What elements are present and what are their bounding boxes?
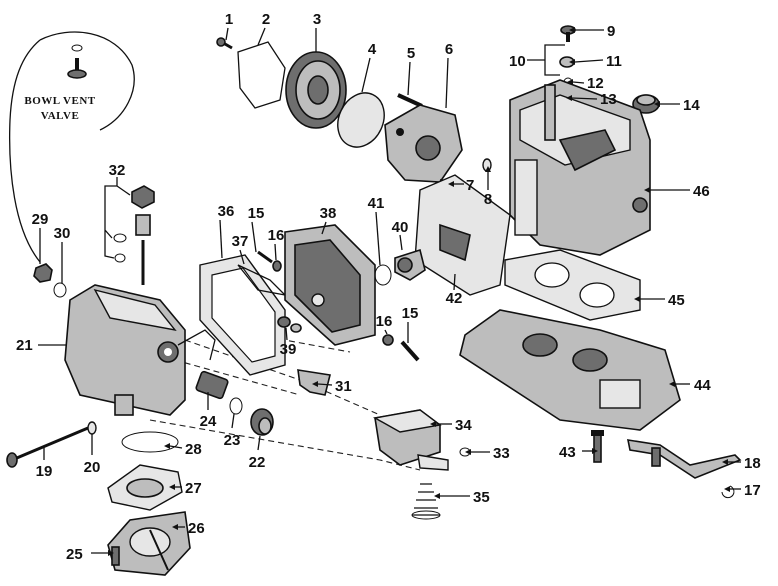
callout-45: 45 [668, 292, 685, 309]
part-nut-9 [560, 25, 576, 42]
part-gasket-45 [504, 249, 641, 321]
callout-36: 36 [218, 203, 235, 220]
callout-27: 27 [185, 480, 202, 497]
callout-35: 35 [473, 489, 490, 506]
part-needle-seat-40 [394, 248, 426, 281]
callout-12: 12 [587, 75, 604, 92]
bowl-vent-valve-inset: BOWL VENT VALVE [9, 31, 135, 263]
part-plug-29 [33, 263, 53, 283]
part-jet-39 [277, 316, 302, 333]
callout-18: 18 [744, 455, 761, 472]
callout-42: 42 [446, 290, 463, 307]
leader-lines [38, 27, 741, 554]
part-screw-25 [111, 546, 120, 566]
part-retainer-31 [297, 369, 331, 396]
callout-29: 29 [32, 211, 49, 228]
callout-22: 22 [249, 454, 266, 471]
part-gasket-41 [374, 264, 392, 286]
part-washer-20 [87, 421, 97, 435]
part-clip-17 [721, 485, 735, 499]
callout-5: 5 [407, 45, 415, 62]
callout-41: 41 [368, 195, 385, 212]
callout-16-top: 16 [268, 227, 285, 244]
part-screw-15-mid [400, 340, 420, 362]
callout-38: 38 [320, 205, 337, 222]
callout-16-mid: 16 [376, 313, 393, 330]
part-plug-16-mid [382, 334, 394, 346]
part-screw-43 [591, 430, 604, 463]
callout-33: 33 [493, 445, 510, 462]
part-ring-28 [121, 431, 179, 453]
callout-21: 21 [16, 337, 33, 354]
part-cover-34 [372, 409, 449, 471]
callout-24: 24 [200, 413, 217, 430]
callout-31: 31 [335, 378, 352, 395]
part-plug-14 [632, 94, 660, 114]
callout-2: 2 [262, 11, 270, 28]
callout-13: 13 [600, 91, 617, 108]
part-bolt-19 [6, 426, 89, 468]
part-screw-5 [397, 93, 423, 108]
callout-30: 30 [54, 225, 71, 242]
part-main-body-46 [509, 79, 651, 256]
callout-20: 20 [84, 459, 101, 476]
part-throttle-body-44 [459, 309, 681, 431]
part-gasket-23 [229, 397, 243, 415]
part-spring-35 [411, 483, 441, 520]
callout-6: 6 [445, 41, 453, 58]
inset-caption-line2: VALVE [41, 110, 80, 122]
part-diaphragm-4 [337, 92, 385, 148]
vent-valve-stem [75, 58, 79, 70]
callout-1: 1 [225, 11, 233, 28]
callout-9: 9 [607, 23, 615, 40]
part-plug-16-top [272, 260, 282, 272]
part-metering-block-38 [284, 224, 376, 346]
callout-43: 43 [559, 444, 576, 461]
callout-23: 23 [224, 432, 241, 449]
part-filter-24 [195, 370, 229, 400]
callout-39: 39 [280, 341, 297, 358]
callout-labels: 1 2 3 4 5 6 7 8 9 10 11 12 13 14 15 15 1… [16, 11, 761, 563]
part-gasket-2 [237, 41, 286, 109]
part-gasket-36 [199, 254, 286, 376]
callout-46: 46 [693, 183, 710, 200]
callout-28: 28 [185, 441, 202, 458]
part-throttle-lever-18 [626, 439, 742, 479]
part-screw-15-top [257, 250, 273, 264]
callout-37: 37 [232, 233, 249, 250]
callout-19: 19 [36, 463, 53, 480]
leader-arrowheads [108, 27, 730, 556]
part-metering-plate-42 [414, 174, 511, 296]
callout-26: 26 [188, 520, 205, 537]
part-pump-housing-6 [384, 104, 463, 183]
part-float-assembly-32 [113, 185, 155, 285]
callout-4: 4 [368, 41, 377, 58]
part-screw-1 [216, 37, 233, 50]
callout-14: 14 [683, 97, 700, 114]
callout-44: 44 [694, 377, 711, 394]
callout-17: 17 [744, 482, 761, 499]
part-fitting-22 [250, 408, 274, 436]
part-gasket-27 [107, 464, 183, 511]
callout-25: 25 [66, 546, 83, 563]
callout-10: 10 [509, 53, 526, 70]
part-fuel-bowl-21 [64, 284, 216, 416]
callout-15-mid: 15 [402, 305, 419, 322]
vent-valve-head [67, 69, 87, 79]
callout-3: 3 [313, 11, 321, 28]
callout-7: 7 [466, 177, 474, 194]
callout-11: 11 [606, 53, 622, 70]
callout-8: 8 [484, 191, 492, 208]
part-diaphragm-cover-3 [285, 51, 347, 129]
callout-34: 34 [455, 417, 472, 434]
part-cover-26 [107, 511, 191, 576]
part-gasket-30 [53, 282, 67, 298]
callout-40: 40 [392, 219, 409, 236]
inset-caption-line1: BOWL VENT [24, 95, 95, 107]
vent-clip [71, 44, 83, 52]
callout-15-top: 15 [248, 205, 265, 222]
callout-32: 32 [109, 162, 126, 179]
